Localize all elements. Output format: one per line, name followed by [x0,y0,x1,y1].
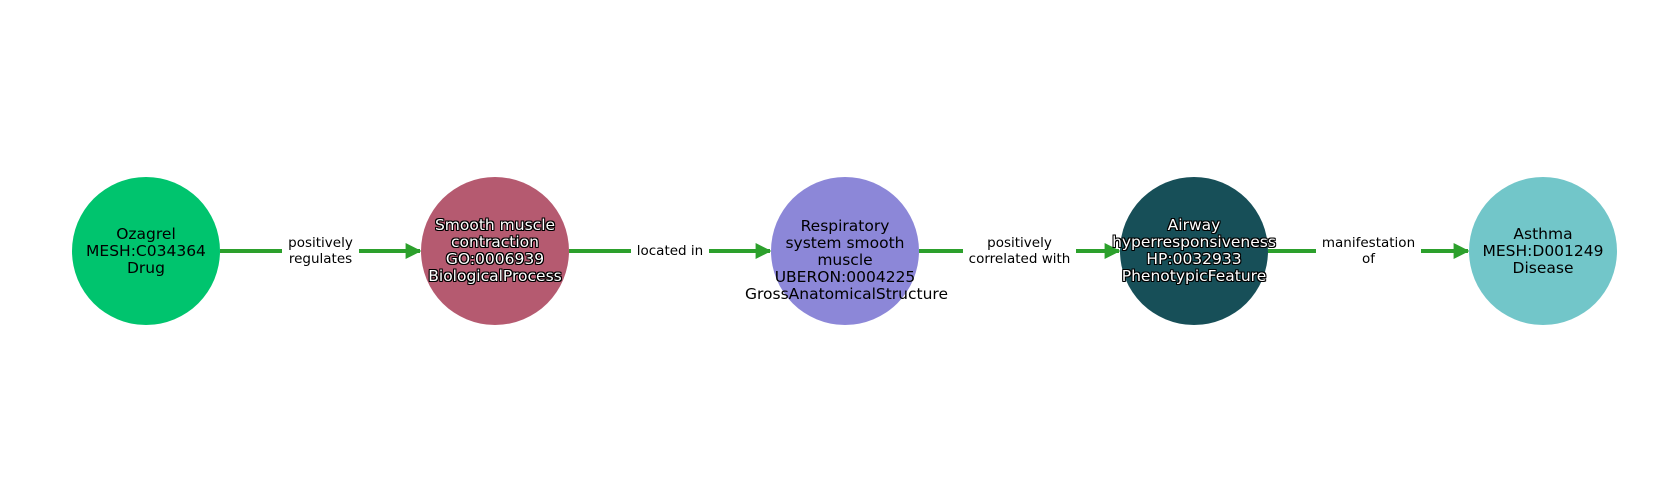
node-label-line: Drug [127,258,165,277]
edge-label-background [630,242,710,260]
edge-label-2: located in [600,243,740,259]
node-label-line: Airway [1167,216,1221,234]
node-label-line: UBERON:0004225 [774,267,916,286]
edge-label-background [282,234,359,268]
edge-label-background [1315,234,1422,268]
node-label-line: MESH:C034364 [86,241,206,260]
edge-label-line: correlated with [968,251,1071,267]
node-label-line: muscle [817,250,873,269]
node-circle-4 [1120,177,1268,325]
node-label-line: MESH:D001249 [1482,241,1604,260]
node-label-line: Asthma [1513,224,1573,243]
node-label-line: system smooth [785,233,905,252]
node-label-line: hyperresponsiveness [1112,233,1276,251]
node-label-line: Respiratory [800,216,890,235]
node-label-line: GO:0006939 [445,250,545,268]
node-label-line: PhenotypicFeature [1121,267,1267,285]
edge-label-line: positively [987,235,1052,251]
edge-label-line: located in [636,243,704,259]
edge-label-line: positively [288,235,353,251]
node-label-line: Smooth muscle [434,216,556,234]
node-label-line: BiologicalProcess [428,267,562,285]
node-label-line: Ozagrel [116,224,176,243]
node-circle-5 [1469,177,1617,325]
node-label-line: HP:0032933 [1146,250,1242,268]
edge-label-line: of [1361,251,1375,267]
node-circle-3 [771,177,919,325]
node-circle-1 [72,177,220,325]
node-circle-2 [421,177,569,325]
edge-label-background [962,234,1077,268]
edge-label-line: manifestation [1321,235,1416,251]
node-label-line: GrossAnatomicalStructure [745,284,948,303]
edge-label-line: regulates [288,251,353,267]
node-label-line: contraction [451,233,539,251]
node-label-line: Disease [1512,258,1574,277]
